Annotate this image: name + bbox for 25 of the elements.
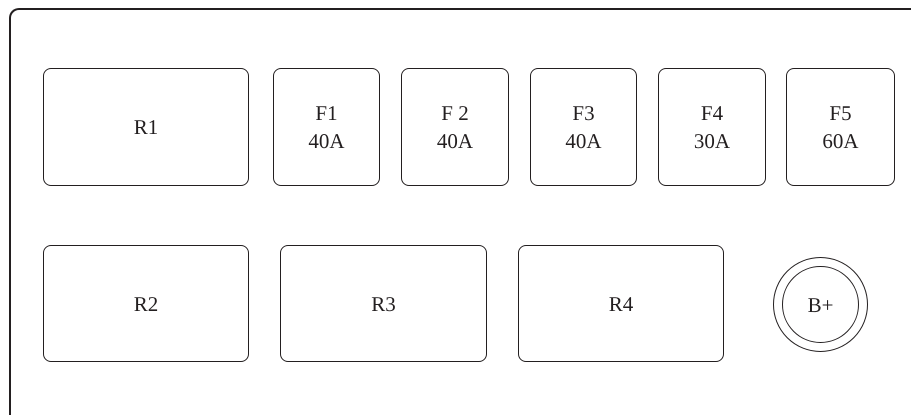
fuse-slot <box>273 68 380 186</box>
slot-label: R4 <box>608 290 634 318</box>
fuse-slot <box>658 68 766 186</box>
slot-label: B+ <box>808 292 834 318</box>
fuse-rating: 60A <box>822 128 859 155</box>
fuse-rating: 30A <box>694 128 730 155</box>
fuse-rating: 40A <box>436 128 474 155</box>
slot-label: F3 <box>572 100 595 127</box>
slot-label: R1 <box>134 114 158 141</box>
relay-slot <box>280 245 487 362</box>
fuse-rating: 40A <box>308 128 345 155</box>
fuse-slot <box>786 68 895 186</box>
panel-frame <box>9 8 911 415</box>
slot-label: F5 <box>829 100 852 127</box>
fuse-slot <box>530 68 637 186</box>
slot-label: R2 <box>134 290 158 318</box>
relay-slot <box>43 68 249 186</box>
slot-label: F4 <box>700 100 724 127</box>
relay-slot <box>43 245 249 362</box>
fuse-slot <box>401 68 509 186</box>
slot-label: R3 <box>371 290 396 318</box>
relay-slot <box>518 245 724 362</box>
slot-label: F 2 <box>441 100 469 127</box>
fuse-rating: 40A <box>565 128 602 155</box>
slot-label: F1 <box>315 100 338 127</box>
